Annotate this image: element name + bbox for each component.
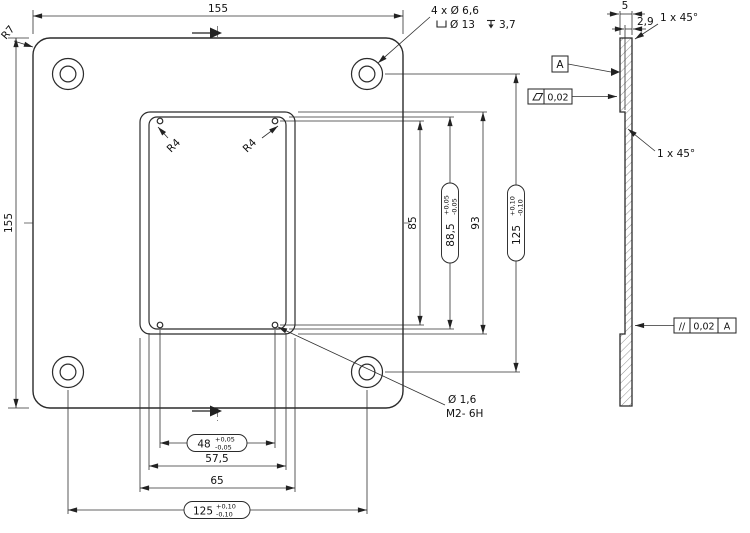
parallelism-fcf: // 0,02 A: [635, 317, 737, 334]
critical-dim-frame: [507, 184, 525, 262]
critical-dim-frame: [186, 434, 248, 452]
dim-label: 85: [407, 216, 419, 229]
critical-dim-frame: [441, 182, 459, 264]
thread-size-label: M2- 6H: [446, 408, 483, 420]
tolerance-lower: -0,10: [216, 511, 233, 519]
dim-label: 155: [3, 213, 15, 233]
depth-icon: [487, 19, 495, 29]
dim-hole-spacing-right: 125 +0,10 -0,10: [385, 73, 525, 373]
dim-pocket-height-inner: 85: [280, 120, 424, 326]
dim-pocket-depth: 2,9: [612, 16, 654, 110]
corner-radius-callout: R7: [0, 24, 34, 48]
dim-label: 88,5: [445, 223, 457, 246]
section-arrow-top-icon: [192, 27, 222, 39]
dim-left-height: 155: [3, 37, 29, 409]
counterbore-hole: [51, 355, 85, 389]
chamfer-label: 1 x 45°: [657, 148, 695, 160]
m2-thread-hole: [156, 117, 164, 125]
dim-label: 57,5: [205, 453, 228, 465]
dim-label: 2,9: [637, 16, 654, 28]
counterbore-depth-label: 3,7: [499, 19, 516, 31]
pocket-inner-edge: [148, 116, 287, 330]
chamfer-callout-top: 1 x 45°: [634, 12, 698, 40]
datum-feature: A: [551, 55, 620, 76]
plate-outline: [32, 37, 404, 409]
dim-hole-spacing-bottom: 125 +0,10 -0,10: [67, 390, 368, 519]
datum-label: A: [556, 59, 564, 71]
dim-label: 125: [193, 506, 213, 518]
counterbore-icon: [436, 20, 447, 28]
main-view: [32, 37, 404, 409]
dim-label: 93: [470, 216, 482, 229]
counterbore-hole: [350, 57, 384, 91]
dim-pocket-width-outer: 65: [139, 338, 296, 492]
m2-thread-hole: [156, 321, 164, 329]
dim-label: 125: [511, 225, 523, 245]
flatness-value: 0,02: [547, 93, 568, 104]
dim-label: 65: [210, 475, 223, 487]
dim-pocket-width-mid: 57,5: [148, 333, 287, 470]
counterbore-hole: [51, 57, 85, 91]
dim-label: 48: [197, 439, 210, 451]
dim-pocket-height-outer: 93: [298, 111, 487, 335]
critical-dim-frame: [183, 501, 251, 519]
side-view: 5 2,9 1 x 45° 1 x 45° A: [527, 0, 737, 407]
pocket-outer-edge: [139, 111, 296, 335]
counterbore-dia-label: Ø 13: [450, 19, 475, 31]
chamfer-label: 1 x 45°: [660, 12, 698, 24]
datum-triangle-icon: [611, 68, 620, 76]
counterbore-callout: 4 x Ø 6,6 Ø 13 3,7: [377, 5, 516, 64]
thread-dia-label: Ø 1,6: [448, 394, 477, 406]
tolerance-upper: +0,10: [509, 196, 517, 216]
radius-label: R7: [0, 24, 17, 42]
tolerance-lower: -0,05: [215, 444, 232, 452]
flatness-icon: [532, 93, 544, 101]
tolerance-lower: -0,05: [451, 198, 459, 215]
dim-top-width: 155: [32, 3, 404, 34]
tolerance-upper: +0,05: [443, 195, 451, 215]
dim-label: 155: [208, 3, 228, 15]
dim-label: 5: [622, 0, 629, 12]
section-profile: [619, 37, 633, 407]
dim-pocket-height-mid: 88,5 +0,05 -0,05: [289, 116, 459, 330]
flatness-fcf: 0,02: [527, 88, 617, 105]
parallelism-datum: A: [724, 322, 731, 333]
tolerance-lower: -0,10: [517, 199, 525, 216]
hole-count-label: 4 x Ø 6,6: [431, 5, 479, 17]
section-view-arrows: [192, 27, 222, 417]
parallelism-icon: //: [679, 322, 686, 333]
tolerance-upper: +0,05: [215, 436, 235, 444]
m2-thread-hole: [271, 117, 279, 125]
section-arrow-bottom-icon: [192, 405, 222, 417]
dim-pocket-width-inner: 48 +0,05 -0,05: [159, 330, 276, 452]
parallelism-value: 0,02: [693, 322, 714, 333]
tolerance-upper: +0,10: [216, 503, 236, 511]
thread-callout: Ø 1,6 M2- 6H: [277, 326, 483, 420]
chamfer-callout-pocket: 1 x 45°: [627, 128, 695, 160]
m2-thread-hole: [271, 321, 279, 329]
